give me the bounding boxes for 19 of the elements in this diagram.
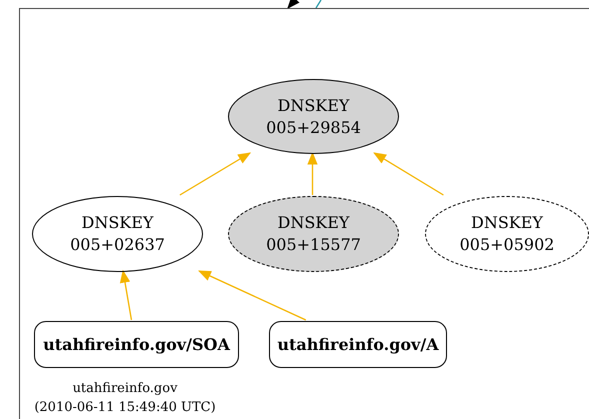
node-label: DNSKEY 005+29854 bbox=[265, 94, 362, 138]
node-label: utahfireinfo.gov/A bbox=[277, 334, 439, 356]
zone-label: (2010-06-11 15:49:40 UTC) bbox=[33, 399, 217, 417]
key-ellipse bbox=[32, 196, 203, 272]
record-box bbox=[269, 321, 447, 368]
arrow bbox=[198, 270, 306, 321]
zone-label: utahfireinfo.gov bbox=[72, 380, 178, 398]
node-label: DNSKEY 005+15577 bbox=[265, 212, 362, 256]
node-label: utahfireinfo.gov/SOA bbox=[43, 334, 230, 356]
arrow bbox=[120, 270, 132, 320]
zone-cluster bbox=[19, 8, 589, 419]
arrow bbox=[373, 152, 444, 196]
arrow bbox=[180, 152, 252, 196]
key-ellipse bbox=[425, 196, 589, 272]
arrow bbox=[307, 152, 318, 195]
record-box bbox=[34, 321, 239, 368]
node-label: DNSKEY 005+05902 bbox=[458, 212, 556, 256]
arrow bbox=[287, 0, 300, 9]
node-label: DNSKEY 005+02637 bbox=[69, 212, 166, 256]
